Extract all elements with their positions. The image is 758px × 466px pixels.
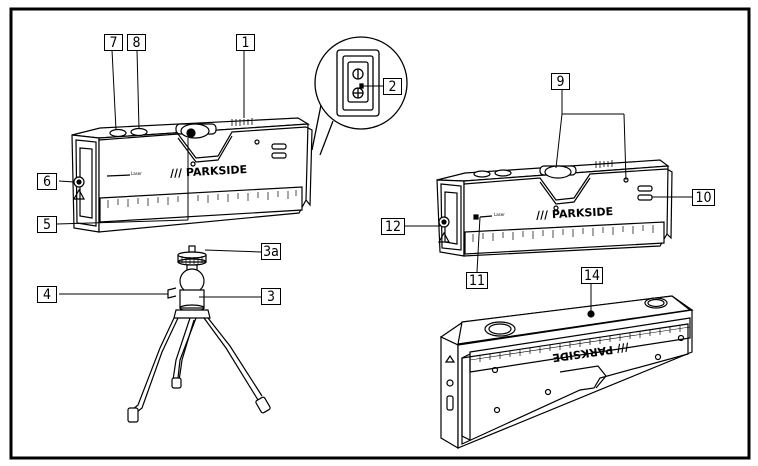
callout-8: 8 <box>127 34 146 51</box>
diagram-border <box>9 7 751 460</box>
laser-label-right: Laser <box>494 212 505 217</box>
tripod <box>127 245 271 423</box>
laser-level-front-right <box>436 159 673 257</box>
callout-11: 11 <box>466 272 488 289</box>
leader-lines <box>56 49 692 312</box>
inset-switch-detail <box>311 36 408 156</box>
callout-12: 12 <box>381 218 405 235</box>
laser-level-rear-view <box>439 295 694 450</box>
callout-1: 1 <box>236 34 255 51</box>
callout-6: 6 <box>37 173 57 190</box>
callout-5: 5 <box>37 216 57 233</box>
callout-4: 4 <box>37 286 57 303</box>
callout-7: 7 <box>104 34 123 51</box>
laser-label-left: Laser <box>131 171 142 176</box>
callout-14: 14 <box>581 267 603 284</box>
callout-10: 10 <box>692 189 715 206</box>
callout-3: 3 <box>261 288 281 305</box>
callout-9: 9 <box>551 73 570 90</box>
laser-level-front-left <box>71 117 313 233</box>
callout-3a: 3a <box>261 243 281 260</box>
callout-2: 2 <box>383 78 402 95</box>
